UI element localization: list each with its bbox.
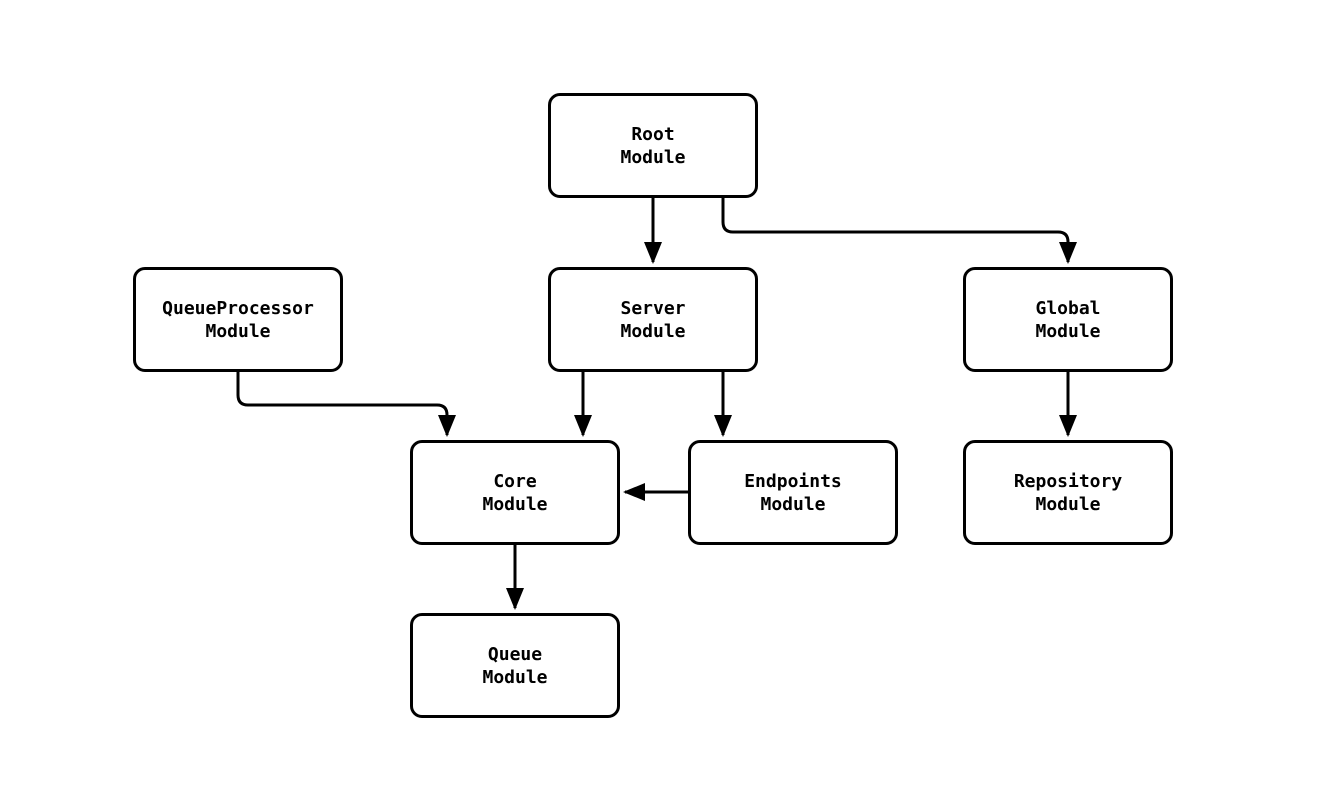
edge-queueprocessor-to-core xyxy=(236,372,456,437)
node-label-line: Module xyxy=(620,320,686,342)
node-label-line: Queue xyxy=(487,643,543,665)
node-label-line: Module xyxy=(1035,320,1101,342)
node-label-line: Module xyxy=(760,493,826,515)
node-label-line: Module xyxy=(482,493,548,515)
node-label-line: Module xyxy=(482,666,548,688)
node-label-line: Module xyxy=(1035,493,1101,515)
node-label-line: Module xyxy=(205,320,271,342)
node-label-line: Repository xyxy=(1013,470,1123,492)
edge-root-to-global xyxy=(721,198,1077,264)
node-label-line: Module xyxy=(620,146,686,168)
node-label-line: Core xyxy=(493,470,537,492)
node-label-line: QueueProcessor xyxy=(162,297,314,319)
node-label-line: Endpoints xyxy=(744,470,842,492)
node-label-line: Global xyxy=(1035,297,1101,319)
node-label-line: Root xyxy=(631,123,675,145)
node-label-line: Server xyxy=(620,297,686,319)
